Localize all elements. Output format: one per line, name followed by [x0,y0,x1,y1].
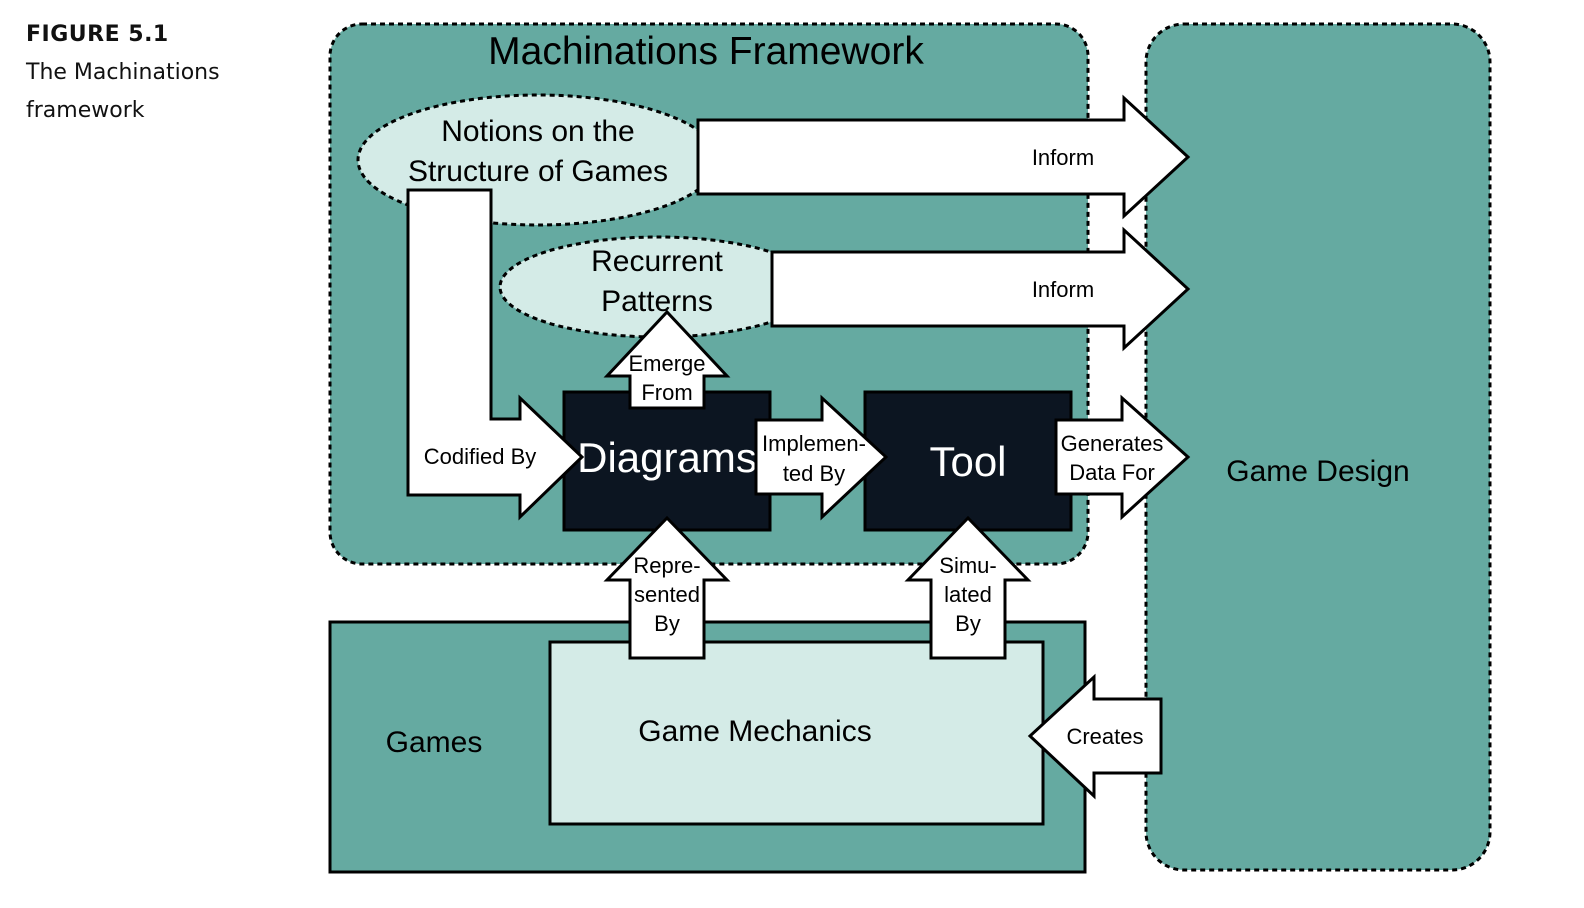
game-design-container [1144,22,1492,872]
emerge-from-label-line-1: Emerge [628,351,705,376]
implemented-by-label-line-2: ted By [783,461,845,486]
represented-by-label-line-3: By [654,611,680,636]
represented-by-label-line-1: Repre- [633,553,700,578]
emerge-from-label-line-2: From [641,380,692,405]
notions-label-line-2: Structure of Games [408,155,668,188]
creates-arrow [1027,673,1163,800]
tool-label: Tool [929,438,1006,485]
inform-arrow-top-label: Inform [1032,145,1094,170]
emerge-from-arrow [603,309,731,410]
recurrent-label-line-1: Recurrent [591,245,723,278]
figure-label: FIGURE 5.1 [26,22,169,47]
figure-caption-line-2: framework [26,98,145,123]
tool-node [863,390,1073,532]
diagrams-label: Diagrams [577,434,757,481]
generates-data-for-label-line-1: Generates [1061,431,1164,456]
recurrent-label-line-2: Patterns [601,285,713,318]
games-label: Games [386,726,483,759]
simulated-by-label-line-2: lated [944,582,992,607]
generates-data-for-label-line-2: Data For [1069,460,1155,485]
game-mechanics-box [548,640,1045,826]
game-design-label: Game Design [1226,455,1409,488]
represented-by-arrow [603,515,731,660]
framework-title: Machinations Framework [488,30,924,73]
creates-label: Creates [1066,724,1143,749]
inform-arrow-middle [770,226,1191,352]
figure-caption-line-1: The Machinations [26,60,220,85]
inform-arrow-middle-label: Inform [1032,277,1094,302]
game-mechanics-label: Game Mechanics [638,715,871,748]
notions-label-line-1: Notions on the [441,115,634,148]
codified-by-arrow [406,188,585,521]
generates-data-for-arrow [1054,394,1191,521]
simulated-by-arrow [904,515,1032,660]
implemented-by-label-line-1: Implemen- [762,431,866,456]
implemented-by-arrow [754,394,889,521]
figure-caption: FIGURE 5.1 The Machinations framework [26,16,220,130]
inform-arrow-top [696,94,1191,220]
represented-by-label-line-2: sented [634,582,700,607]
codified-by-label: Codified By [424,444,537,469]
simulated-by-label-line-1: Simu- [939,553,996,578]
diagrams-node [562,390,772,532]
simulated-by-label-line-3: By [955,611,981,636]
